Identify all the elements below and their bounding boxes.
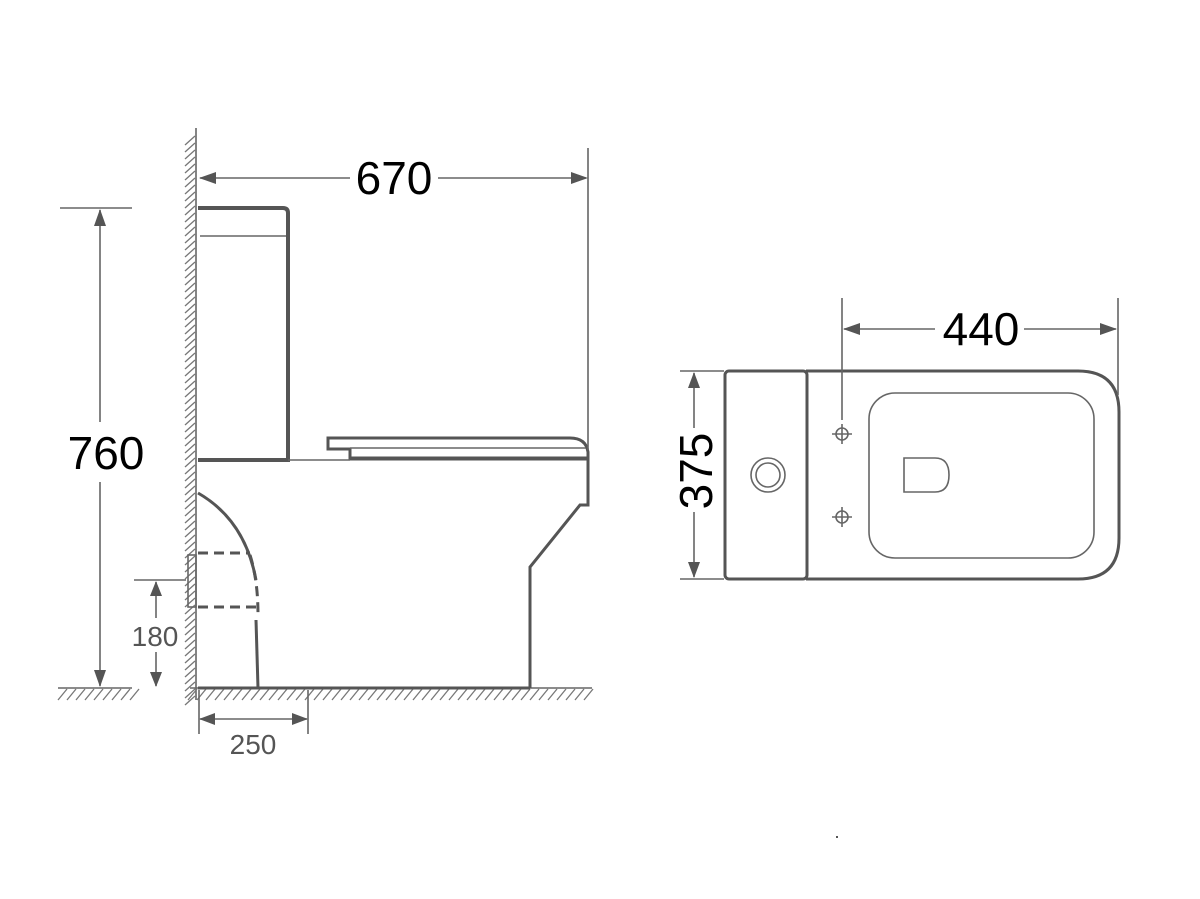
outlet-height-label: 180 <box>132 621 179 652</box>
side-view: 670 760 180 250 <box>57 128 594 760</box>
stray-dot <box>836 836 838 838</box>
outlet-distance-label: 250 <box>230 729 277 760</box>
outlet-pipe <box>187 551 260 616</box>
bowl-opening <box>868 392 1095 559</box>
seat <box>288 436 590 461</box>
drain-icon <box>903 457 950 493</box>
width-label: 375 <box>670 433 722 510</box>
floor <box>57 687 594 701</box>
dimension-250: 250 <box>198 690 309 760</box>
dimension-760: 760 <box>60 207 145 687</box>
fixing-to-front-label: 440 <box>943 303 1020 355</box>
bowl-body <box>197 459 590 690</box>
cistern <box>198 206 290 462</box>
depth-label: 670 <box>356 152 433 204</box>
dimension-440: 440 <box>841 298 1119 420</box>
fixing-point-bottom-icon <box>832 507 852 527</box>
height-label: 760 <box>68 427 145 479</box>
dimension-375: 375 <box>670 370 724 580</box>
dimension-670: 670 <box>199 148 589 450</box>
wall <box>184 128 197 706</box>
dimension-180: 180 <box>132 579 186 687</box>
fixing-point-top-icon <box>832 424 852 444</box>
top-view: 440 375 <box>670 298 1121 581</box>
